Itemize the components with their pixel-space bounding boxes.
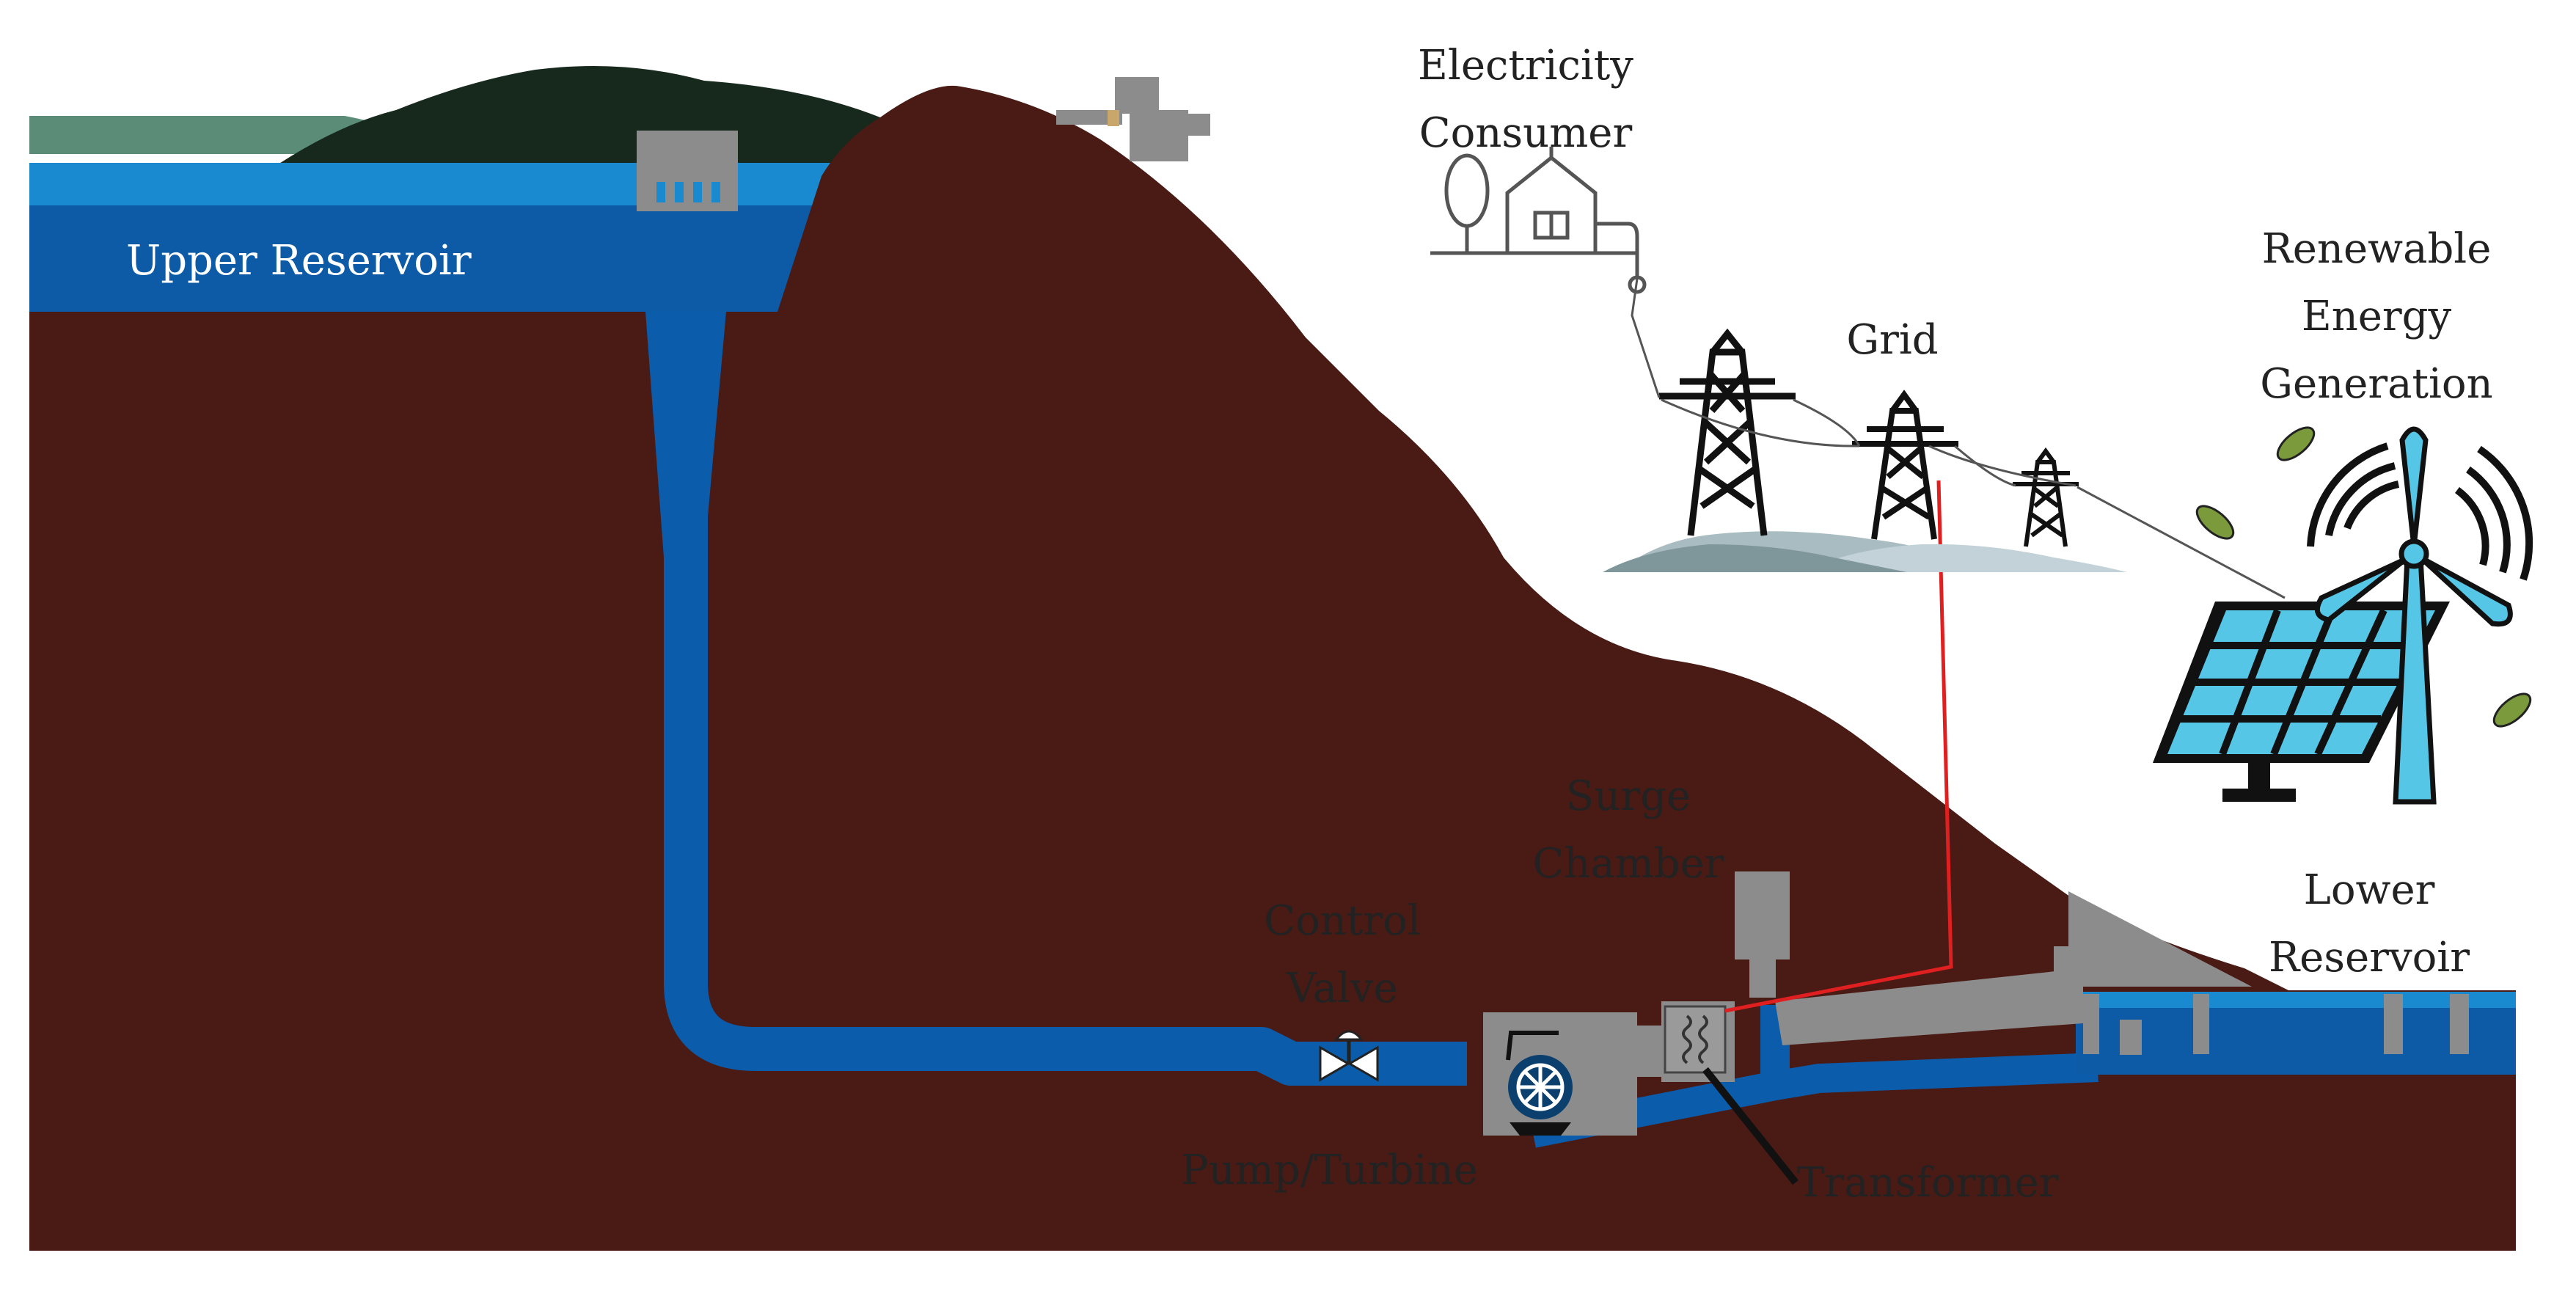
consumer-house-icon bbox=[1430, 147, 1647, 294]
label-electricity-consumer-line2: Consumer bbox=[1419, 109, 1633, 157]
label-electricity-consumer-line1: Electricity bbox=[1418, 42, 1633, 89]
upper-intake bbox=[637, 131, 738, 211]
label-renewable-line2: Energy bbox=[2301, 293, 2452, 340]
label-lower-reservoir-line2: Reservoir bbox=[2269, 934, 2470, 982]
power-line-red bbox=[1724, 480, 1953, 1013]
dark-hill bbox=[271, 66, 895, 169]
tailrace-tunnel bbox=[1775, 968, 2083, 1045]
label-surge-chamber: Surge Chamber bbox=[1511, 763, 1746, 898]
transmission-tower-3 bbox=[2013, 447, 2079, 547]
label-control-valve-line2: Valve bbox=[1287, 965, 1398, 1012]
lower-outlet-structure bbox=[2083, 994, 2469, 1055]
tailrace-pipe bbox=[1530, 1053, 2099, 1148]
label-renewable-line3: Generation bbox=[2260, 360, 2493, 408]
upper-reservoir-water-light bbox=[29, 163, 880, 205]
label-pump-turbine: Pump/Turbine bbox=[1181, 1147, 1478, 1194]
label-renewable-generation: Renewable Energy Generation bbox=[2230, 216, 2523, 418]
solar-panel-icon bbox=[2153, 602, 2450, 802]
label-control-valve: Control Valve bbox=[1232, 888, 1452, 1023]
label-surge-chamber-line1: Surge bbox=[1565, 772, 1691, 820]
lower-dam bbox=[2068, 891, 2252, 987]
label-grid: Grid bbox=[1846, 316, 1939, 364]
summit-structure bbox=[1056, 77, 1210, 161]
grid-hills bbox=[1603, 531, 2127, 572]
transmission-tower-2 bbox=[1852, 390, 1958, 540]
label-transformer: Transformer bbox=[1797, 1159, 2059, 1207]
label-lower-reservoir-line1: Lower bbox=[2303, 866, 2435, 914]
transformer-pointer bbox=[1702, 1067, 1799, 1185]
upper-reservoir-water-dark bbox=[29, 205, 880, 312]
surge-chamber bbox=[1735, 871, 1790, 998]
label-renewable-line1: Renewable bbox=[2261, 225, 2492, 273]
label-electricity-consumer: Electricity Consumer bbox=[1379, 32, 1672, 167]
label-lower-reservoir: Lower Reservoir bbox=[2244, 857, 2494, 992]
leaf-icons bbox=[2195, 426, 2532, 728]
penstock-pipe bbox=[664, 312, 1467, 1086]
pump-turbine bbox=[1506, 1031, 1573, 1136]
label-upper-reservoir: Upper Reservoir bbox=[126, 237, 472, 285]
label-control-valve-line1: Control bbox=[1264, 897, 1421, 945]
lower-reservoir-water bbox=[2076, 992, 2516, 1075]
transformer-unit bbox=[1664, 1005, 1727, 1074]
transmission-tower-1 bbox=[1659, 328, 1796, 536]
label-surge-chamber-line2: Chamber bbox=[1532, 840, 1724, 888]
grid-wires bbox=[1631, 278, 2286, 599]
control-valve-symbol bbox=[1319, 1030, 1379, 1082]
wind-turbine-icon bbox=[2307, 426, 2533, 805]
penstock-taper bbox=[645, 312, 726, 558]
